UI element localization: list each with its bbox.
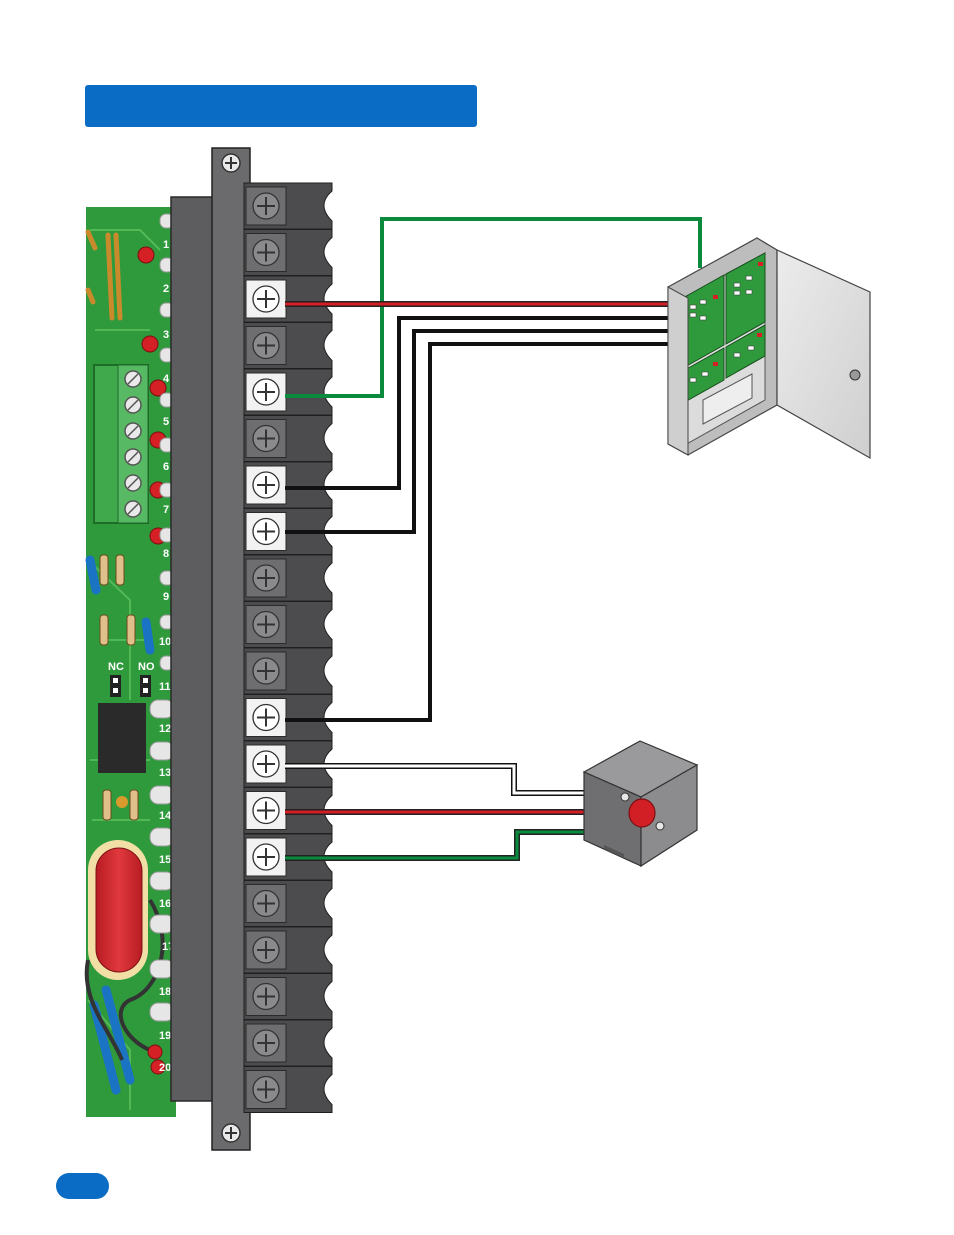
terminal-number: 4 <box>163 373 170 385</box>
terminal-screw[interactable] <box>244 323 332 369</box>
jumper-no-label: NO <box>138 661 155 673</box>
terminal-screw[interactable] <box>244 927 332 973</box>
terminal-number: 3 <box>163 329 169 341</box>
terminal-number: 2 <box>163 283 169 295</box>
terminal-number: 12 <box>159 723 171 735</box>
terminal-number: 10 <box>159 636 171 648</box>
control-panel-icon <box>668 238 870 458</box>
terminal-number: 15 <box>159 854 171 866</box>
screw-icon <box>222 1124 240 1142</box>
push-button-icon[interactable] <box>584 741 697 866</box>
terminal-screw[interactable] <box>244 230 332 276</box>
terminal-number: 19 <box>159 1030 171 1042</box>
ic-chip <box>98 703 146 773</box>
terminal-screw[interactable] <box>244 369 332 415</box>
terminal-number: 6 <box>163 461 169 473</box>
terminal-number: 7 <box>163 504 169 516</box>
terminal-strip <box>171 148 332 1150</box>
terminal-screw[interactable] <box>244 695 332 741</box>
green-wire-panel <box>285 219 700 396</box>
terminal-number: 14 <box>159 810 172 822</box>
terminal-number: 11 <box>159 681 171 693</box>
terminal-screw[interactable] <box>244 462 332 508</box>
black-wire-2 <box>285 331 668 532</box>
terminal-number: 16 <box>159 898 171 910</box>
terminal-screw[interactable] <box>244 416 332 462</box>
terminal-screw[interactable] <box>244 602 332 648</box>
terminal-screw[interactable] <box>244 183 332 229</box>
terminal-screw[interactable] <box>244 276 332 322</box>
terminal-number: 18 <box>159 986 171 998</box>
terminal-screw[interactable] <box>244 1020 332 1066</box>
terminal-number: 9 <box>163 591 169 603</box>
terminal-number: 5 <box>163 416 169 428</box>
terminal-number: 13 <box>159 767 171 779</box>
terminal-number: 1 <box>163 239 169 251</box>
terminal-screw[interactable] <box>244 974 332 1020</box>
terminal-screw[interactable] <box>244 648 332 694</box>
terminal-number: 20 <box>159 1062 171 1074</box>
jumper-nc-label: NC <box>108 661 124 673</box>
control-board: NC NO <box>86 207 176 1117</box>
terminal-screw[interactable] <box>244 1067 332 1113</box>
terminal-screw[interactable] <box>244 555 332 601</box>
terminal-number: 8 <box>163 548 169 560</box>
screw-icon <box>222 154 240 172</box>
terminal-screw[interactable] <box>244 881 332 927</box>
